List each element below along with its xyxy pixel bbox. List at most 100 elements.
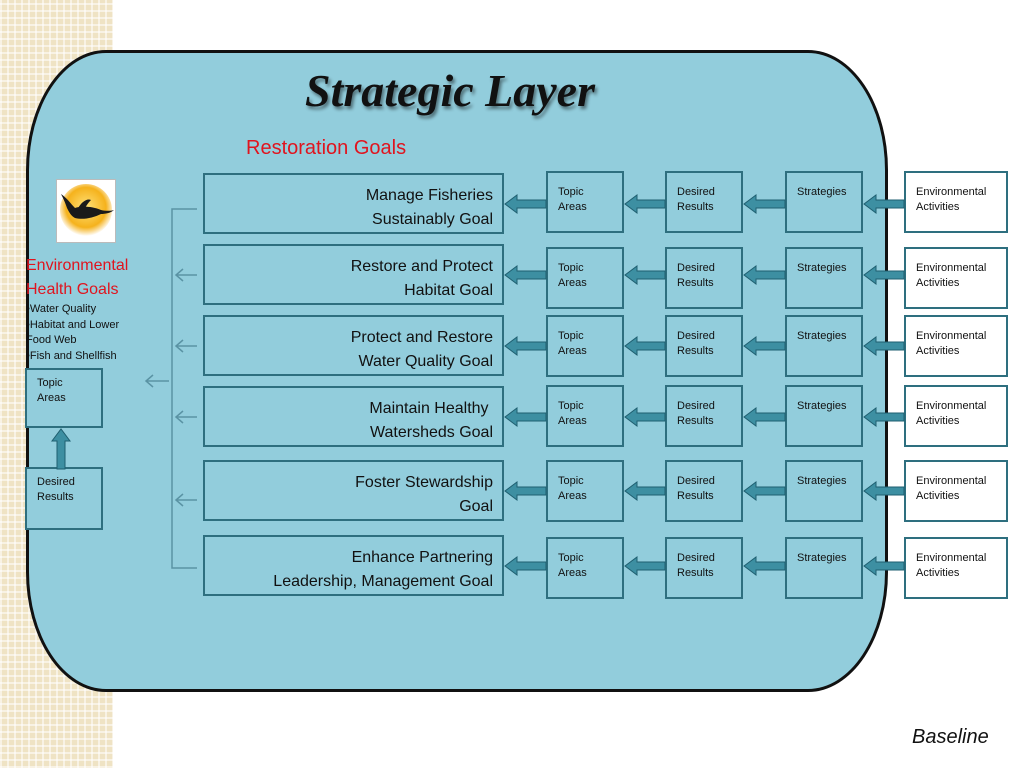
box-text-line: Topic <box>558 330 584 342</box>
box-text-line: Strategies <box>797 475 847 487</box>
block-arrow-left <box>863 407 905 427</box>
env-goal-item: •Fish and Shellfish <box>26 349 117 362</box>
box-text-line: Desired <box>677 475 715 487</box>
block-arrow-left <box>863 265 905 285</box>
strategies-box: Strategies <box>785 315 863 377</box>
box-text-line: Environmental <box>916 186 987 198</box>
box-text-line: Activities <box>916 345 960 357</box>
box-text-line: Results <box>677 490 714 502</box>
thin-arrow-left <box>174 339 197 353</box>
box-text-line: Results <box>677 345 714 357</box>
box-text-line: Activities <box>916 567 960 579</box>
box-text-line: Results <box>37 491 74 503</box>
goal-line2: Sustainably Goal <box>372 211 493 228</box>
box-text-line: Environmental <box>916 330 987 342</box>
thin-arrow-left <box>174 268 197 282</box>
box-text-line: Desired <box>677 552 715 564</box>
thin-arrow-left <box>174 493 197 507</box>
goal-line1: Manage Fisheries <box>365 187 493 204</box>
box-text-line: Environmental <box>916 400 987 412</box>
box-text-line: Areas <box>37 392 66 404</box>
block-arrow-left <box>504 194 547 214</box>
env-goals-title-line1: Environmental <box>26 257 129 274</box>
block-arrow-left <box>863 336 905 356</box>
box-text-line: Environmental <box>916 552 987 564</box>
box-text-line: Activities <box>916 490 960 502</box>
goal-line1: Restore and Protect <box>350 258 493 275</box>
goal-line2: Water Quality Goal <box>358 353 493 370</box>
block-arrow-left <box>624 407 666 427</box>
box-text-line: Topic <box>558 262 584 274</box>
box-text-line: Desired <box>37 476 75 488</box>
block-arrow-left <box>743 481 786 501</box>
box-text-line: Strategies <box>797 552 847 564</box>
box-text-line: Environmental <box>916 475 987 487</box>
block-arrow-left <box>504 265 547 285</box>
page-title: Strategic Layer <box>305 65 595 116</box>
block-arrow-left <box>863 194 905 214</box>
strategies-box: Strategies <box>785 385 863 447</box>
box-text-line: Strategies <box>797 400 847 412</box>
goal-line2: Goal <box>459 498 493 515</box>
strategies-box: Strategies <box>785 171 863 233</box>
goals-bracket <box>171 208 197 569</box>
box-text-line: Strategies <box>797 186 847 198</box>
block-arrow-left <box>624 556 666 576</box>
goal-line2: Habitat Goal <box>404 282 493 299</box>
box-text-line: Desired <box>677 400 715 412</box>
block-arrow-left <box>863 556 905 576</box>
box-text-line: Topic <box>558 186 584 198</box>
strategies-box: Strategies <box>785 460 863 522</box>
block-arrow-left <box>504 336 547 356</box>
box-text-line: Strategies <box>797 262 847 274</box>
block-arrow-left <box>743 556 786 576</box>
thin-arrow-left <box>144 374 169 388</box>
block-arrow-left <box>863 481 905 501</box>
box-text-line: Activities <box>916 277 960 289</box>
block-arrow-left <box>624 336 666 356</box>
box-text-line: Topic <box>558 552 584 564</box>
box-text-line: Strategies <box>797 330 847 342</box>
box-text-line: Results <box>677 567 714 579</box>
box-text-line: Areas <box>558 345 587 357</box>
goal-line2: Watersheds Goal <box>369 424 493 441</box>
box-text-line: Activities <box>916 201 960 213</box>
box-text-line: Desired <box>677 330 715 342</box>
box-text-line: Desired <box>677 262 715 274</box>
block-arrow-left <box>743 407 786 427</box>
box-text-line: Topic <box>558 400 584 412</box>
side-topic-areas-box: Topic Areas <box>25 368 103 428</box>
box-text-line: Activities <box>916 415 960 427</box>
box-text-line: Areas <box>558 201 587 213</box>
box-text-line: Results <box>677 201 714 213</box>
goal-line2: Leadership, Management Goal <box>273 573 493 590</box>
goal-line1: Enhance Partnering <box>351 549 493 566</box>
goal-line1: Protect and Restore <box>350 329 493 346</box>
box-text-line: Environmental <box>916 262 987 274</box>
box-text-line: Results <box>677 415 714 427</box>
thin-arrow-left <box>174 410 197 424</box>
block-arrow-left <box>624 265 666 285</box>
restoration-goals-label: Restoration Goals <box>246 137 407 159</box>
block-arrow-left <box>743 194 786 214</box>
goal-line1: Foster Stewardship <box>355 474 493 491</box>
block-arrow-left <box>743 336 786 356</box>
